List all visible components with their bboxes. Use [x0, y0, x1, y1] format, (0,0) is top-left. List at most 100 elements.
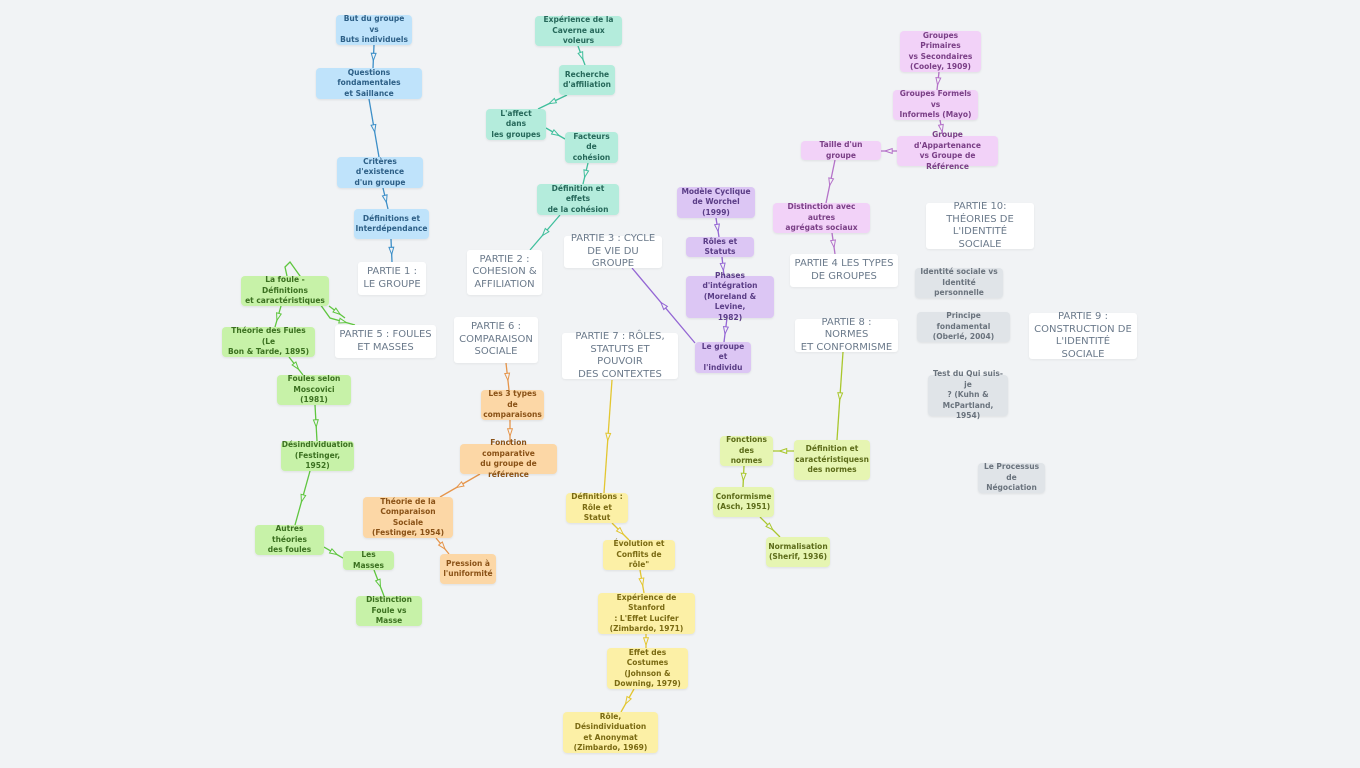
connector-arrow	[332, 307, 342, 316]
connector-arrow	[504, 372, 511, 383]
node-les-masses[interactable]: Les Masses	[343, 550, 394, 570]
node-definition-cohesion[interactable]: Définition et effets de la cohésion	[537, 184, 619, 215]
connector-arrow	[547, 97, 558, 105]
connector-arrow	[291, 361, 300, 371]
connector-line	[611, 522, 630, 541]
connector-arrow	[312, 419, 319, 429]
connector-line	[577, 45, 586, 66]
node-identite-sociale-personnelle[interactable]: Identité sociale vs Identité personnelle	[915, 267, 1003, 298]
node-theorie-comparaison-sociale[interactable]: Théorie de la Comparaison Sociale (Festi…	[363, 497, 453, 538]
node-groupes-primaires[interactable]: Groupes Primaires vs Secondaires (Cooley…	[900, 31, 981, 72]
connector-arrow	[370, 123, 377, 134]
connector-arrow	[550, 128, 561, 137]
node-modele-worchel[interactable]: Modèle Cyclique de Worchel (1999)	[677, 187, 755, 218]
node-autres-theories[interactable]: Autres théories des foules	[255, 524, 324, 555]
connector-arrow	[437, 541, 447, 551]
node-role-anonymat[interactable]: Rôle, Désindividuation et Anonymat (Zimb…	[563, 712, 658, 753]
connector-line	[715, 217, 720, 238]
connector-arrow	[541, 227, 550, 237]
node-trois-types-comparaisons[interactable]: Les 3 types de comparaisons	[481, 389, 544, 420]
node-taille-groupe[interactable]: Taille d'un groupe	[801, 140, 881, 160]
node-partie-1[interactable]: PARTIE 1 : LE GROUPE	[358, 262, 426, 295]
connector-arrow	[642, 637, 650, 647]
connector-arrow	[765, 522, 774, 531]
node-partie-6[interactable]: PARTIE 6 : COMPARAISON SOCIALE	[454, 317, 538, 363]
node-conformisme-asch[interactable]: Conformisme (Asch, 1951)	[713, 487, 774, 517]
node-evolution-conflits[interactable]: Évolution et Conflits de rôle"	[603, 539, 675, 570]
connector-arrow	[829, 239, 837, 250]
node-definitions-interdependance[interactable]: Définitions et Interdépendance	[354, 209, 429, 239]
connector-arrow	[300, 493, 307, 504]
node-normalisation-sherif[interactable]: Normalisation (Sherif, 1936)	[766, 537, 830, 567]
node-fonction-comparative[interactable]: Fonction comparative du groupe de référe…	[460, 438, 557, 479]
node-partie-4[interactable]: PARTIE 4 LES TYPES DE GROUPES	[790, 254, 898, 287]
node-caverne-voleurs[interactable]: Expérience de la Caverne aux voleurs	[535, 15, 622, 46]
connector-line	[368, 98, 380, 158]
node-questions-fondamentales[interactable]: Questions fondamentales et Saillance	[316, 68, 422, 99]
node-theorie-fules[interactable]: Théorie des Fules (Le Bon & Tarde, 1895)	[222, 326, 315, 357]
node-foules-moscovici[interactable]: Foules selon Moscovici (1981)	[277, 374, 351, 405]
node-test-qui-suis-je[interactable]: Test du Qui suis-je ? (Kuhn & McPartland…	[928, 369, 1008, 420]
node-groupe-individu[interactable]: Le groupe et l'individu	[695, 342, 751, 373]
connector-line	[435, 537, 450, 555]
connector-arrow	[370, 52, 377, 63]
node-phases-integration[interactable]: Phases d'intégration (Moreland & Levine,…	[686, 271, 774, 322]
node-foule-definitions[interactable]: La foule - Définitions et caractéristiqu…	[241, 275, 329, 306]
connector-arrow	[740, 472, 747, 483]
node-partie-5[interactable]: PARTIE 5 : FOULES ET MASSES	[335, 325, 436, 358]
connector-arrow	[455, 480, 465, 489]
connector-arrow	[605, 432, 612, 443]
node-partie-2[interactable]: PARTIE 2 : COHESION & AFFILIATION	[467, 250, 542, 295]
connector-arrow	[381, 194, 388, 204]
connector-arrow	[615, 526, 625, 536]
node-processus-negociation[interactable]: Le Processus de Négociation	[978, 462, 1045, 493]
connector-line	[372, 44, 375, 69]
node-distinction-agregats[interactable]: Distinction avec autres agrégats sociaux	[773, 202, 870, 233]
connector-arrow	[374, 578, 382, 589]
node-affect-groupes[interactable]: L'affect dans les groupes	[486, 109, 546, 140]
connector-arrow	[506, 428, 514, 438]
node-experience-stanford[interactable]: Expérience de Stanford : L'Effet Lucifer…	[598, 593, 695, 634]
node-principe-fondamental[interactable]: Principe fondamental (Oberlé, 2004)	[917, 311, 1010, 342]
node-partie-9[interactable]: PARTIE 9 : CONSTRUCTION DE L'IDENTITÉ SO…	[1029, 311, 1137, 360]
node-desindividuation-festinger[interactable]: Désindividuation (Festinger, 1952)	[281, 440, 354, 471]
connector-line	[294, 470, 311, 526]
connector-arrow	[388, 246, 395, 257]
connector-line	[505, 362, 510, 391]
node-but-du-groupe[interactable]: But du groupe vs Buts individuels	[336, 14, 412, 45]
connector-arrow	[828, 177, 835, 187]
connector-line	[831, 232, 836, 255]
connector-arrow	[638, 577, 645, 588]
node-facteurs-cohesion[interactable]: Facteurs de cohésion	[565, 132, 618, 163]
node-partie-3[interactable]: PARTIE 3 : CYCLE DE VIE DU GROUPE	[564, 233, 662, 269]
node-effet-costumes[interactable]: Effet des Costumes (Johnson & Downing, 1…	[607, 648, 688, 689]
connector-line	[314, 404, 318, 442]
connector-line	[529, 214, 561, 251]
connector-arrow	[722, 325, 730, 336]
node-distinction-foule-masse[interactable]: Distinction Foule vs Masse	[356, 595, 422, 626]
node-partie-8[interactable]: PARTIE 8 : NORMES ET CONFORMISME	[795, 317, 898, 353]
connector-arrow	[777, 447, 788, 455]
connector-arrow	[883, 147, 893, 155]
node-groupe-appartenance[interactable]: Groupe d'Appartenance vs Groupe de Référ…	[897, 130, 998, 171]
node-definitions-role-statut[interactable]: Définitions : Rôle et Statut	[566, 492, 628, 523]
node-pression-uniformite[interactable]: Pression à l'uniformité	[440, 554, 496, 584]
connector-line	[825, 159, 836, 204]
node-fonctions-normes[interactable]: Fonctions des normes	[720, 435, 773, 466]
connector-arrow	[935, 76, 942, 87]
node-definition-normes[interactable]: Définition et caractéristiquesn des norm…	[794, 440, 870, 480]
node-recherche-affiliation[interactable]: Recherche d'affiliation	[559, 65, 615, 95]
node-roles-statuts[interactable]: Rôles et Statuts	[686, 237, 754, 257]
node-partie-7[interactable]: PARTIE 7 : RÔLES, STATUTS ET POUVOIR DES…	[562, 331, 678, 380]
connector-line	[582, 162, 589, 185]
connector-line	[288, 356, 304, 376]
connector-line	[323, 546, 344, 559]
connector-arrow	[624, 695, 633, 706]
connector-line	[936, 71, 940, 91]
node-partie-10[interactable]: PARTIE 10: THÉORIES DE L'IDENTITÉ SOCIAL…	[926, 201, 1034, 250]
connector-arrow	[338, 317, 348, 324]
connector-line	[537, 94, 568, 110]
node-groupes-formels[interactable]: Groupes Formels vs Informels (Mayo)	[893, 89, 978, 120]
node-criteres-existence[interactable]: Critères d'existence d'un groupe	[337, 157, 423, 188]
